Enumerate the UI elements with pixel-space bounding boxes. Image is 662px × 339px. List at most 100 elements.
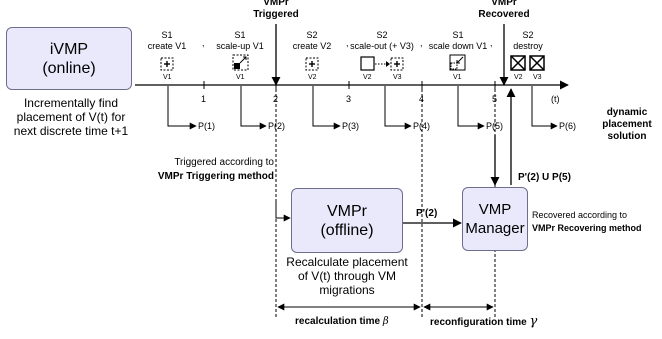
- triggered-label-line: Triggered: [253, 9, 299, 20]
- placement-arrow: [457, 86, 485, 130]
- vmpr-title: VMPr: [327, 202, 367, 220]
- event-separator: ,: [490, 38, 493, 48]
- placement-label: P(4): [413, 121, 431, 131]
- trigger-to-vmpr-arrow: [275, 200, 291, 222]
- placement-label: P(6): [559, 121, 577, 131]
- scale-down-icon: [449, 54, 466, 71]
- p-union-label: P'(2) U P(5): [518, 172, 571, 183]
- scale-out-icon: [360, 56, 404, 71]
- recovered-label-line: VMPr: [491, 0, 517, 8]
- placement-label: P(5): [486, 121, 504, 131]
- icon-label: V1: [236, 74, 245, 81]
- event-destroy: S2 destroy: [505, 30, 551, 52]
- recalculation-time-text: recalculation time: [295, 316, 381, 327]
- event-actor: S2: [376, 30, 388, 40]
- event-scale-up-v1: S1 scale-up V1: [210, 30, 270, 52]
- axis-unit: (t): [551, 94, 560, 104]
- triggered-label-line: VMPr: [263, 0, 289, 8]
- event-action: scale-out (+ V3): [350, 41, 414, 51]
- vmpr-caption: Recalculate placement of V(t) through VM…: [280, 255, 414, 297]
- triggered-label: VMPr Triggered: [246, 0, 306, 21]
- icon-label: V1: [453, 74, 462, 81]
- event-separator: ,: [202, 38, 205, 48]
- placement-arrow: [167, 86, 197, 130]
- recovered-note-method: VMPr Recovering method: [532, 223, 642, 233]
- icon-label: V3: [393, 74, 402, 81]
- icon-label: V2: [514, 74, 523, 81]
- recovered-note-line: Recovered according to: [532, 210, 628, 220]
- ivmp-caption-line: Incrementally find: [23, 96, 119, 110]
- icon-label: V2: [363, 74, 372, 81]
- placement-arrow: [240, 86, 267, 130]
- event-action: create V2: [292, 41, 332, 51]
- tick-label: 1: [201, 94, 207, 104]
- ivmp-title: iVMP: [49, 40, 89, 58]
- dynamic-label-line: placement: [602, 119, 652, 130]
- destroy-icon: [510, 55, 545, 71]
- ivmp-subtitle: (online): [42, 59, 96, 77]
- event-action: create V1: [147, 41, 187, 51]
- vmpr-subtitle: (offline): [320, 221, 374, 239]
- event-actor: S2: [522, 30, 534, 40]
- vmp-manager-box: VMP Manager: [462, 187, 528, 251]
- event-action: scale-up V1: [216, 41, 264, 51]
- placement-arrows: [167, 86, 558, 130]
- reconfiguration-time-text: reconfiguration time: [430, 317, 527, 328]
- event-separator: ,: [346, 38, 349, 48]
- placement-label: P(3): [342, 121, 360, 131]
- ivmp-box: iVMP (online): [6, 27, 132, 90]
- event-action: destroy: [513, 41, 543, 51]
- event-create-v2: S2 create V2: [282, 30, 342, 52]
- event-actor: S1: [161, 30, 173, 40]
- icon-label: V3: [533, 74, 542, 81]
- vmpr-caption-line: Recalculate placement: [286, 255, 408, 269]
- p-prime-label: P'(2): [416, 208, 438, 219]
- placement-arrow: [531, 86, 558, 130]
- icon-label: V2: [308, 74, 317, 81]
- recovered-label: VMPr Recovered: [472, 0, 536, 21]
- gamma-symbol: γ: [529, 314, 538, 329]
- manager-title: VMP: [478, 201, 512, 218]
- dashed-guides: [275, 89, 496, 318]
- dynamic-label-line: solution: [607, 131, 647, 142]
- triggered-note: Triggered according to VMPr Triggering m…: [126, 156, 274, 184]
- triggered-note-method: VMPr Triggering method: [157, 171, 274, 182]
- event-create-v1: S1 create V1: [137, 30, 197, 52]
- tick-label: 3: [346, 94, 352, 104]
- recovered-note: Recovered according to VMPr Recovering m…: [532, 209, 662, 235]
- ivmp-caption-line: next discrete time t+1: [13, 124, 129, 138]
- ivmp-caption-line: placement of V(t) for: [16, 110, 126, 124]
- recalculation-time-label: recalculation time β: [295, 316, 389, 328]
- placement-arrow: [384, 86, 412, 130]
- scale-up-icon: [232, 54, 249, 71]
- placement-arrow: [312, 86, 341, 130]
- event-scale-out: S2 scale-out (+ V3): [346, 30, 418, 52]
- triggered-note-line: Triggered according to: [174, 157, 274, 168]
- placement-label: P(2): [268, 121, 286, 131]
- tick-label: 5: [492, 94, 498, 104]
- tick-label: 2: [273, 94, 279, 104]
- beta-symbol: β: [382, 316, 389, 327]
- icon-label: V1: [163, 74, 172, 81]
- dynamic-placement-label: dynamic placement solution: [596, 107, 658, 143]
- manager-subtitle: Manager: [465, 220, 525, 237]
- vmpr-caption-line: migrations: [319, 283, 375, 297]
- create-v1-icon: [160, 57, 174, 71]
- vmpr-caption-line: of V(t) through VM: [297, 269, 397, 283]
- event-action: scale down V1: [428, 41, 488, 51]
- event-actor: S1: [452, 30, 464, 40]
- dynamic-label-line: dynamic: [606, 107, 648, 118]
- vmpr-box: VMPr (offline): [291, 188, 403, 253]
- reconfiguration-time-label: reconfiguration time γ: [430, 314, 538, 329]
- create-v2-icon: [305, 57, 319, 71]
- recovered-label-line: Recovered: [478, 9, 530, 20]
- tick-label: 4: [419, 94, 425, 104]
- event-separator: ,: [420, 38, 423, 48]
- event-scale-down-v1: S1 scale down V1: [425, 30, 491, 52]
- ivmp-caption: Incrementally find placement of V(t) for…: [2, 96, 140, 138]
- event-actor: S1: [234, 30, 246, 40]
- event-actor: S2: [306, 30, 318, 40]
- placement-label: P(1): [198, 121, 216, 131]
